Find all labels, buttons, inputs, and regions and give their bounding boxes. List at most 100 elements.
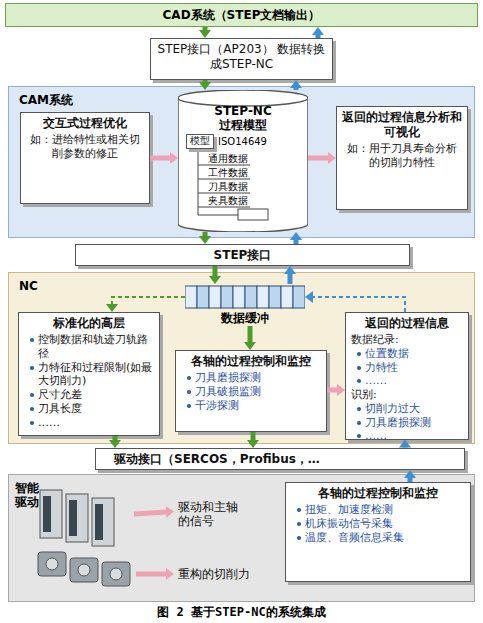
text-row: STEP接口（AP203） 数据转换成STEP-NC xyxy=(156,42,327,72)
heading-text: 驱动接口（SERCOS，Profibus，… xyxy=(114,452,459,467)
text-row: 切削力过大 xyxy=(351,402,463,416)
bullet-dot xyxy=(187,376,191,380)
text-row: 数据纪录: xyxy=(351,333,463,347)
bullet-dot xyxy=(30,366,34,370)
text-row: 刀具磨损探测 xyxy=(181,371,321,385)
heading-text: STEP接口 xyxy=(81,248,404,263)
text-row: 力特性 xyxy=(351,361,463,375)
heading-text: 各轴的过程控制和监控 xyxy=(291,486,465,501)
buffer-cell xyxy=(209,286,221,308)
bullet-dot xyxy=(30,393,34,397)
heading-text: 各轴的过程控制和监控 xyxy=(181,354,321,369)
buffer-cell xyxy=(269,286,281,308)
list-item-text: 切削力过大 xyxy=(365,402,463,416)
list-item-text: 温度、音频信息采集 xyxy=(305,531,465,545)
text-row: STEP-NC 过程模型 xyxy=(211,104,275,132)
list-item-text: …… xyxy=(365,374,463,388)
text-row: 智能驱动 xyxy=(15,481,43,509)
list-item-text: 刀具磨损探测 xyxy=(365,416,463,430)
bullet-dot xyxy=(357,366,361,370)
bullet-dot xyxy=(187,404,191,408)
cylinder-body xyxy=(178,90,308,232)
buffer-cell xyxy=(257,286,269,308)
flow-arrow xyxy=(203,27,208,30)
list-item-text: 力特征和过程限制(如最大切削力) xyxy=(38,361,154,389)
text-row: CAM系统 xyxy=(19,93,99,107)
list-item-text: 力特性 xyxy=(365,361,463,375)
system-panel: CAM系统交互式过程优化如：进给特性或相关切削参数的修正 STEP-NC 过程模型… xyxy=(8,86,475,238)
bullet-dot xyxy=(357,434,361,438)
buffer-cell xyxy=(293,286,305,308)
text-row: 机床振动信号采集 xyxy=(291,517,465,531)
signal-label: 驱动和主轴的信号 xyxy=(178,500,244,528)
text-row: 刀具长度 xyxy=(24,402,154,416)
bullet-dot xyxy=(30,338,34,342)
model-box: 模型 xyxy=(186,134,214,149)
database-cylinder: STEP-NC 过程模型ISO14649通用数据工件数据刀具数据夹具数据模型 xyxy=(178,90,308,232)
heading-text: CAD系统（STEP文档输出） xyxy=(6,4,477,26)
body-text: 刀具数据 xyxy=(208,180,268,193)
list-item-text: 刀具磨损探测 xyxy=(195,371,321,385)
buffer-cell xyxy=(185,286,197,308)
text-row: 如：进给特性或相关切削参数的修正 xyxy=(26,133,144,161)
heading-text: 模型 xyxy=(187,135,213,148)
heading-text: 智能驱动 xyxy=(15,481,43,509)
buffer-cell xyxy=(197,286,209,308)
list-item-text: 位置数据 xyxy=(365,347,463,361)
text-row: 刀具磨损探测 xyxy=(351,416,463,430)
text-row: 干涉探测 xyxy=(181,399,321,413)
heading-text: 标准化的高层 xyxy=(24,316,154,331)
process-box: 各轴的过程控制和监控扭矩、加速度检测机床振动信号采集温度、音频信息采集 xyxy=(285,482,471,582)
bullet-dot xyxy=(357,407,361,411)
text-row: STEP接口 xyxy=(81,248,404,263)
interface-box: STEP接口（AP203） 数据转换成STEP-NC xyxy=(150,38,333,80)
bullet-dot xyxy=(187,390,191,394)
text-row: 刀具数据 xyxy=(208,180,268,193)
heading-text: STEP-NC 过程模型 xyxy=(211,104,275,132)
text-row: 力特征和过程限制(如最大切削力) xyxy=(24,361,154,389)
text-row: 温度、音频信息采集 xyxy=(291,531,465,545)
text-row: ISO14649 xyxy=(218,135,298,148)
body-text: 通用数据 xyxy=(208,152,268,165)
text-row: 各轴的过程控制和监控 xyxy=(181,354,321,369)
flow-arrow xyxy=(203,80,208,82)
process-box: 交互式过程优化如：进给特性或相关切削参数的修正 xyxy=(20,112,150,204)
text-row: 尺寸允差 xyxy=(24,388,154,402)
bullet-dot xyxy=(297,536,301,540)
list-item-text: 控制数据和轨迹刀轨路径 xyxy=(38,333,154,361)
heading-text: 交互式过程优化 xyxy=(26,116,144,131)
body-text: 如：用于刀具寿命分析的切削力特性 xyxy=(342,142,462,170)
list-item-text: …… xyxy=(365,429,463,443)
bullet-dot xyxy=(357,352,361,356)
bullet-dot xyxy=(357,379,361,383)
body-text: 如：进给特性或相关切削参数的修正 xyxy=(26,133,144,161)
signal-label: 重构的切削力 xyxy=(178,567,262,581)
text-row: 刀具破损监测 xyxy=(181,385,321,399)
text-row: 返回的过程信息分析和可视化 xyxy=(342,110,462,140)
body-text: 识别: xyxy=(351,388,463,402)
body-text: 数据纪录: xyxy=(351,333,463,347)
body-text: ISO14649 xyxy=(218,135,298,148)
system-band: CAD系统（STEP文档输出） xyxy=(5,3,478,27)
heading-text: CAM系统 xyxy=(19,93,99,107)
heading-text: 数据缓冲 xyxy=(185,311,305,325)
text-row: 通用数据 xyxy=(208,152,268,165)
heading-text: NC xyxy=(19,279,79,293)
text-row: NC xyxy=(19,279,79,293)
bullet-dot xyxy=(297,508,301,512)
buffer-cell xyxy=(221,286,233,308)
heading-text: STEP接口（AP203） 数据转换成STEP-NC xyxy=(156,42,327,72)
bullet-dot xyxy=(30,421,34,425)
interface-box: 驱动接口（SERCOS，Profibus，… xyxy=(95,448,465,470)
text-row: 扭矩、加速度检测 xyxy=(291,503,465,517)
empty-slot xyxy=(238,209,268,220)
interface-box: STEP接口 xyxy=(75,244,410,266)
list-item-text: 刀具破损监测 xyxy=(195,385,321,399)
buffer-cell xyxy=(281,286,293,308)
body-text: 工件数据 xyxy=(208,166,268,179)
list-item-text: 尺寸允差 xyxy=(38,388,154,402)
text-row: …… xyxy=(351,429,463,443)
list-item-text: 机床振动信号采集 xyxy=(305,517,465,531)
text-row: …… xyxy=(24,416,154,430)
process-box: 返回的过程信息数据纪录:位置数据力特性……识别:切削力过大刀具磨损探测…… xyxy=(345,312,469,440)
